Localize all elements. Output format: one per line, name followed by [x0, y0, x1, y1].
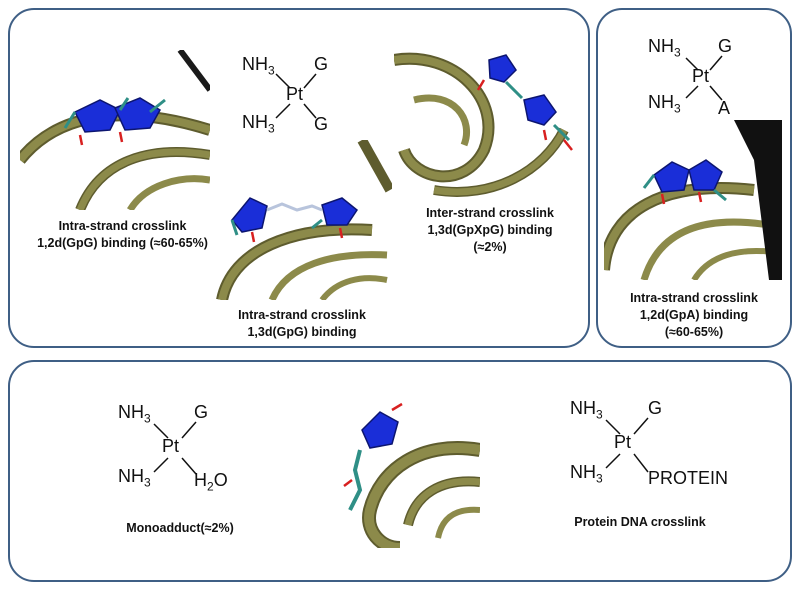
- ligand-nh3-top: NH3: [570, 398, 603, 422]
- guanine-base: [113, 97, 162, 131]
- caption-line: (≈60-65%): [664, 325, 724, 339]
- dna-model-gpa: [604, 120, 782, 280]
- dna-backbone: [604, 182, 755, 271]
- ligand-nh3-bottom: NH3: [648, 92, 681, 116]
- ligand-nh3-bottom: NH3: [570, 462, 603, 486]
- dna-model-gpxpg: [394, 52, 573, 197]
- metal-platinum: Pt: [286, 84, 304, 104]
- sugar-atoms: [642, 174, 727, 202]
- dna-backbone: [433, 128, 568, 196]
- ligand-protein: PROTEIN: [648, 468, 729, 488]
- guanine-base: [488, 54, 517, 83]
- caption-line: 1,2d(GpG) binding (≈60-65%): [37, 236, 208, 250]
- dna-backbone: [357, 140, 392, 193]
- pt-bonds: [275, 73, 317, 119]
- guanine-base: [321, 197, 359, 226]
- ligand-nh3-top: NH3: [648, 36, 681, 60]
- sugar-atoms: [504, 80, 571, 142]
- dna-backbone: [640, 218, 770, 280]
- ligand-nh3-bottom: NH3: [242, 112, 275, 136]
- caption-line: 1,3d(GpXpG) binding: [427, 223, 553, 237]
- pt-bonds: [685, 55, 723, 101]
- pt-structure-protein: NH3 NH3 Pt G PROTEIN: [570, 396, 760, 496]
- dna-backbone: [218, 225, 373, 300]
- oxygen-atoms: [343, 402, 403, 487]
- dna-backbone: [435, 506, 480, 539]
- ligand-g-bottom: G: [314, 114, 329, 134]
- pt-structure-monoadduct: NH3 NH3 Pt G H2O: [118, 400, 248, 500]
- caption-line: Protein DNA crosslink: [574, 515, 706, 529]
- caption-intra-strand-gpa: Intra-strand crosslink 1,2d(GpA) binding…: [600, 290, 788, 341]
- ligand-g: G: [194, 402, 209, 422]
- guanine-base: [523, 94, 557, 126]
- ligand-g: G: [648, 398, 663, 418]
- dna-model-monoadduct: [343, 402, 480, 548]
- ligand-nh3-top: NH3: [242, 54, 275, 78]
- caption-line: Inter-strand crosslink: [426, 206, 554, 220]
- dna-backbone: [364, 443, 480, 548]
- oxygen-atoms: [78, 131, 124, 146]
- sugar-atoms: [230, 218, 323, 236]
- dna-backbone: [319, 275, 388, 300]
- dna-model-gpg-13: [216, 140, 392, 300]
- caption-line: Intra-strand crosslink: [238, 308, 366, 322]
- dna-backbone: [404, 477, 480, 526]
- ligand-nh3-bottom: NH3: [118, 466, 151, 490]
- metal-platinum: Pt: [162, 436, 180, 456]
- metal-platinum: Pt: [692, 66, 710, 86]
- ligand-a: A: [718, 98, 731, 118]
- oxygen-atoms: [476, 79, 573, 151]
- caption-line: Intra-strand crosslink: [58, 219, 187, 233]
- dna-backbone: [691, 247, 775, 280]
- pt-bonds: [605, 417, 649, 473]
- dna-backbone: [268, 251, 388, 300]
- dna-backbone: [413, 94, 471, 147]
- caption-line: 1,3d(GpG) binding: [247, 325, 357, 339]
- linker-atoms: [266, 202, 323, 212]
- guanine-base: [231, 197, 268, 233]
- caption-monoadduct: Monoadduct(≈2%): [90, 520, 270, 537]
- oxygen-atoms: [250, 227, 344, 243]
- dna-backbone: [76, 148, 210, 210]
- caption-line: (≈2%): [473, 240, 507, 254]
- sugar-atoms: [63, 97, 166, 129]
- caption-intra-strand-gpg-12: Intra-strand crosslink 1,2d(GpG) binding…: [20, 218, 225, 252]
- caption-line: 1,2d(GpA) binding: [639, 308, 749, 322]
- pt-structure-ga: NH3 NH3 Pt G A: [648, 36, 758, 126]
- guanine-base: [73, 99, 122, 133]
- dna-model-gpg-12: [20, 50, 210, 210]
- caption-protein-dna-crosslink: Protein DNA crosslink: [540, 514, 740, 531]
- black-region: [734, 120, 782, 280]
- pt-bonds: [153, 421, 197, 475]
- ligand-water: H2O: [194, 470, 228, 494]
- adenine-base: [688, 159, 723, 191]
- pt-structure-gg: NH3 NH3 Pt G G: [238, 52, 348, 142]
- dna-backbone: [177, 50, 210, 92]
- caption-line: Monoadduct(≈2%): [126, 521, 234, 535]
- dna-backbone: [127, 175, 210, 210]
- guanine-base: [653, 161, 690, 193]
- oxygen-atoms: [660, 191, 703, 205]
- dna-backbone: [604, 184, 755, 271]
- guanine-base: [361, 411, 399, 449]
- dna-backbone: [394, 54, 493, 181]
- ligand-g: G: [718, 36, 733, 56]
- sugar-atoms: [348, 449, 363, 511]
- ligand-g-top: G: [314, 54, 329, 74]
- ligand-nh3-top: NH3: [118, 402, 151, 426]
- metal-platinum: Pt: [614, 432, 632, 452]
- caption-inter-strand-gpxpg: Inter-strand crosslink 1,3d(GpXpG) bindi…: [394, 205, 586, 256]
- caption-line: Intra-strand crosslink: [630, 291, 758, 305]
- caption-intra-strand-gpg-13: Intra-strand crosslink 1,3d(GpG) binding: [212, 307, 392, 341]
